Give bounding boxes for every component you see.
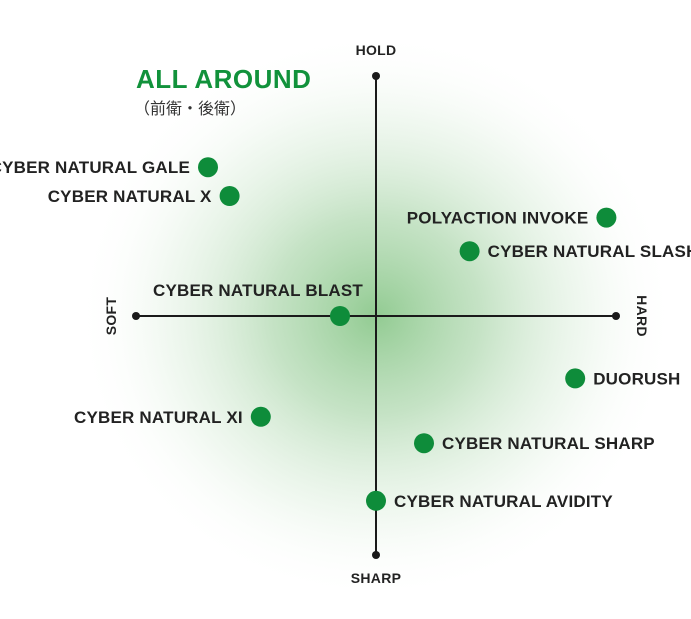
data-point-5 bbox=[330, 306, 350, 326]
data-point-label-7: CYBER NATURAL XI bbox=[74, 408, 243, 427]
data-point-label-5: CYBER NATURAL BLAST bbox=[153, 281, 363, 300]
chart-title: ALL AROUND bbox=[136, 64, 311, 94]
axis-label-top: HOLD bbox=[356, 42, 397, 58]
axis-end-right bbox=[612, 312, 620, 320]
data-point-3 bbox=[596, 207, 617, 228]
data-point-6 bbox=[565, 368, 586, 389]
data-point-8 bbox=[414, 433, 434, 454]
axis-end-top bbox=[372, 72, 380, 80]
data-point-1 bbox=[198, 157, 218, 178]
axis-end-left bbox=[132, 312, 140, 320]
data-point-4 bbox=[459, 241, 480, 262]
points-layer: CYBER NATURAL GALE CYBER NATURAL X POLYACT… bbox=[0, 157, 691, 511]
data-point-label-8: CYBER NATURAL SHARP bbox=[442, 434, 655, 453]
axis-end-bottom bbox=[372, 551, 380, 559]
chart-subtitle: （前衛・後衛） bbox=[134, 99, 246, 118]
data-point-label-4: CYBER NATURAL SLASH bbox=[488, 242, 691, 261]
data-point-7 bbox=[250, 406, 271, 427]
data-point-label-2: CYBER NATURAL X bbox=[48, 187, 212, 206]
axis-label-bottom: SHARP bbox=[351, 570, 402, 586]
data-point-label-9: CYBER NATURAL AVIDITY bbox=[394, 492, 613, 511]
data-point-label-3: POLYACTION INVOKE bbox=[407, 209, 589, 228]
data-point-label-6: DUORUSH bbox=[593, 369, 680, 388]
axis-label-right: HARD bbox=[634, 295, 650, 337]
axis-label-left: SOFT bbox=[103, 297, 119, 336]
data-point-2 bbox=[219, 186, 240, 206]
data-point-label-1: CYBER NATURAL GALE bbox=[0, 158, 190, 177]
data-point-9 bbox=[366, 490, 386, 511]
